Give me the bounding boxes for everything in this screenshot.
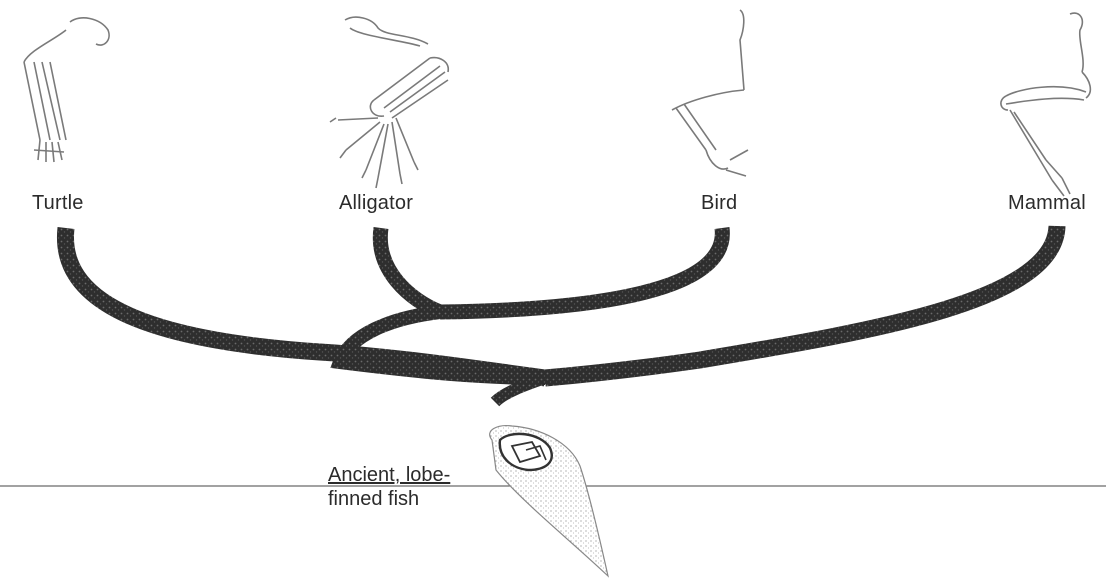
label-turtle: Turtle (32, 193, 84, 213)
bird-limb-icon (672, 10, 748, 176)
branches (65, 226, 1057, 402)
label-mammal: Mammal (1008, 193, 1086, 213)
label-ancestor-line2: finned fish (328, 487, 450, 511)
branch-turtle (65, 228, 545, 378)
label-bird: Bird (701, 193, 737, 213)
mammal-limb-icon (1001, 13, 1090, 196)
label-ancestor-line1: Ancient, lobe- (328, 463, 450, 487)
label-ancestor: Ancient, lobe- finned fish (328, 463, 450, 512)
alligator-limb-icon (330, 17, 448, 188)
turtle-limb-icon (24, 18, 109, 162)
branch-alligator (380, 228, 440, 312)
branch-bird (440, 228, 722, 312)
lobe-fin-icon (490, 426, 608, 576)
label-alligator: Alligator (339, 193, 413, 213)
